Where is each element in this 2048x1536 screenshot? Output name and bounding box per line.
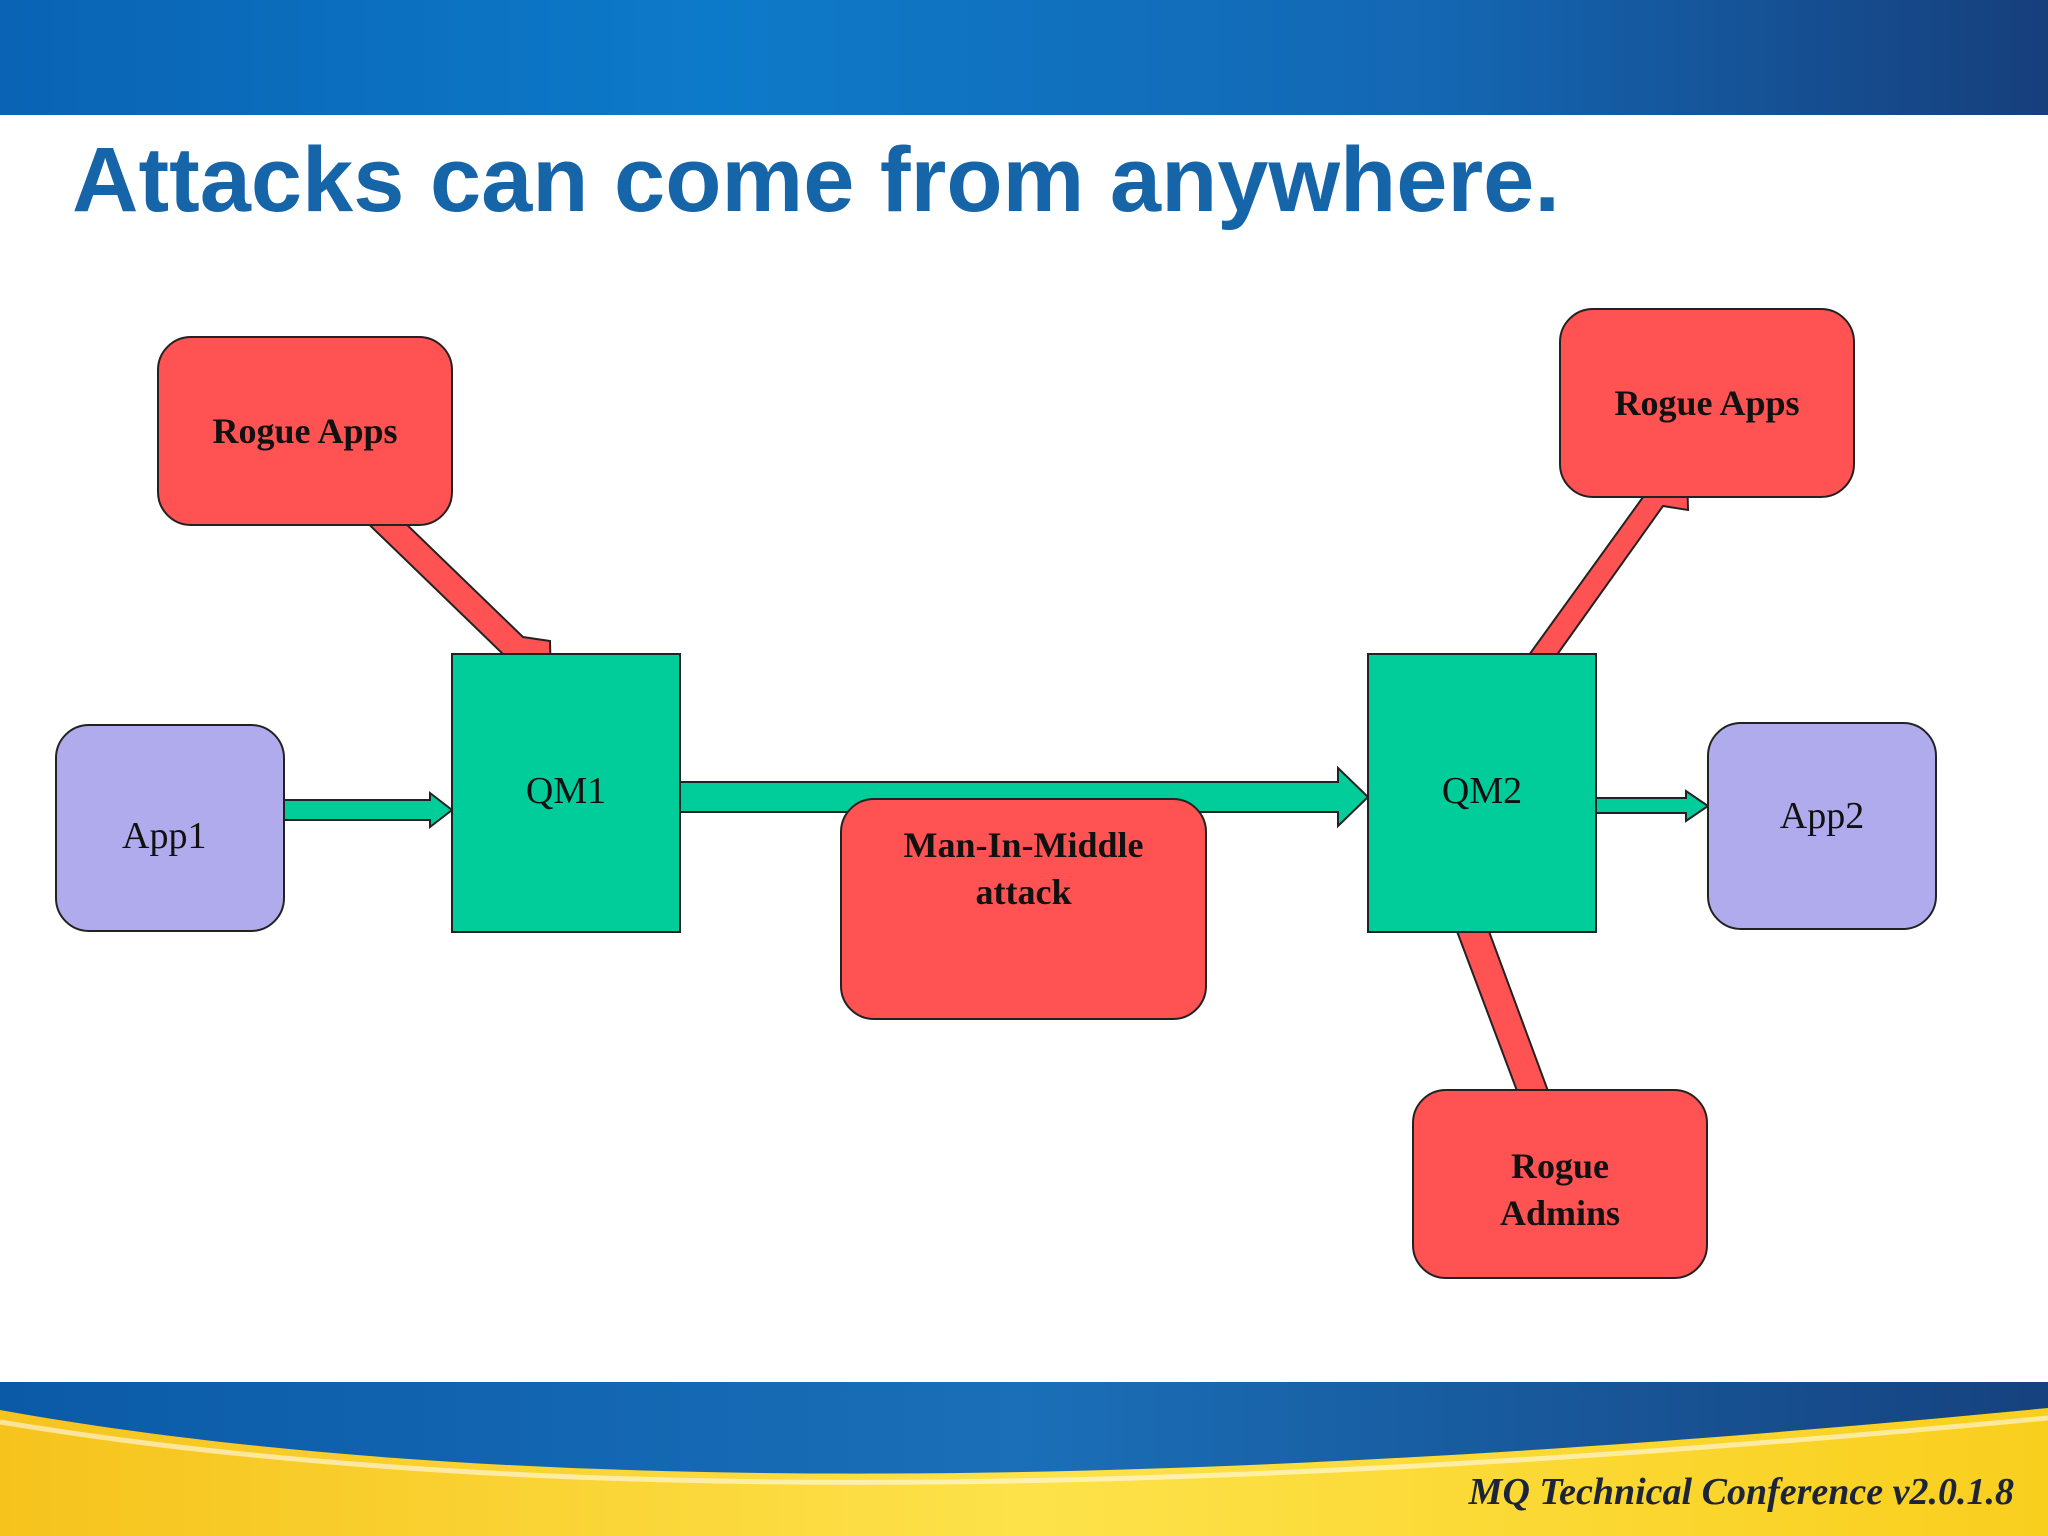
- qm1-label: QM1: [525, 770, 607, 812]
- arrow-app1-to-qm1: [283, 790, 454, 830]
- rogue-admins-label-line1: Rogue: [1510, 1146, 1609, 1186]
- app1-label: App1: [122, 815, 207, 857]
- rogue-apps-left-box: Rogue Apps: [157, 336, 453, 526]
- rogue-apps-right-label: Rogue Apps: [1614, 382, 1800, 423]
- app2-box: App2: [1707, 722, 1937, 930]
- app1-box: App1: [55, 724, 285, 932]
- man-in-middle-box: Man-In-Middle attack: [840, 798, 1207, 1020]
- qm2-box: QM2: [1367, 653, 1597, 933]
- slide-title: Attacks can come from anywhere.: [72, 129, 1560, 231]
- qm1-box: QM1: [451, 653, 681, 933]
- footer-conference-label: MQ Technical Conference v2.0.1.8: [1468, 1471, 2014, 1513]
- rogue-admins-label-line2: Admins: [1499, 1193, 1621, 1233]
- rogue-admins-box: Rogue Admins: [1412, 1089, 1708, 1279]
- qm2-label: QM2: [1441, 770, 1523, 812]
- man-in-middle-label-line1: Man-In-Middle: [903, 825, 1144, 865]
- man-in-middle-label-line2: attack: [975, 872, 1072, 912]
- rogue-apps-left-label: Rogue Apps: [212, 410, 398, 451]
- footer-band: [0, 1382, 2048, 1536]
- app2-label: App2: [1779, 795, 1865, 837]
- arrow-qm2-to-app2: [1595, 789, 1710, 823]
- header-band: [0, 0, 2048, 115]
- rogue-apps-right-box: Rogue Apps: [1559, 308, 1855, 498]
